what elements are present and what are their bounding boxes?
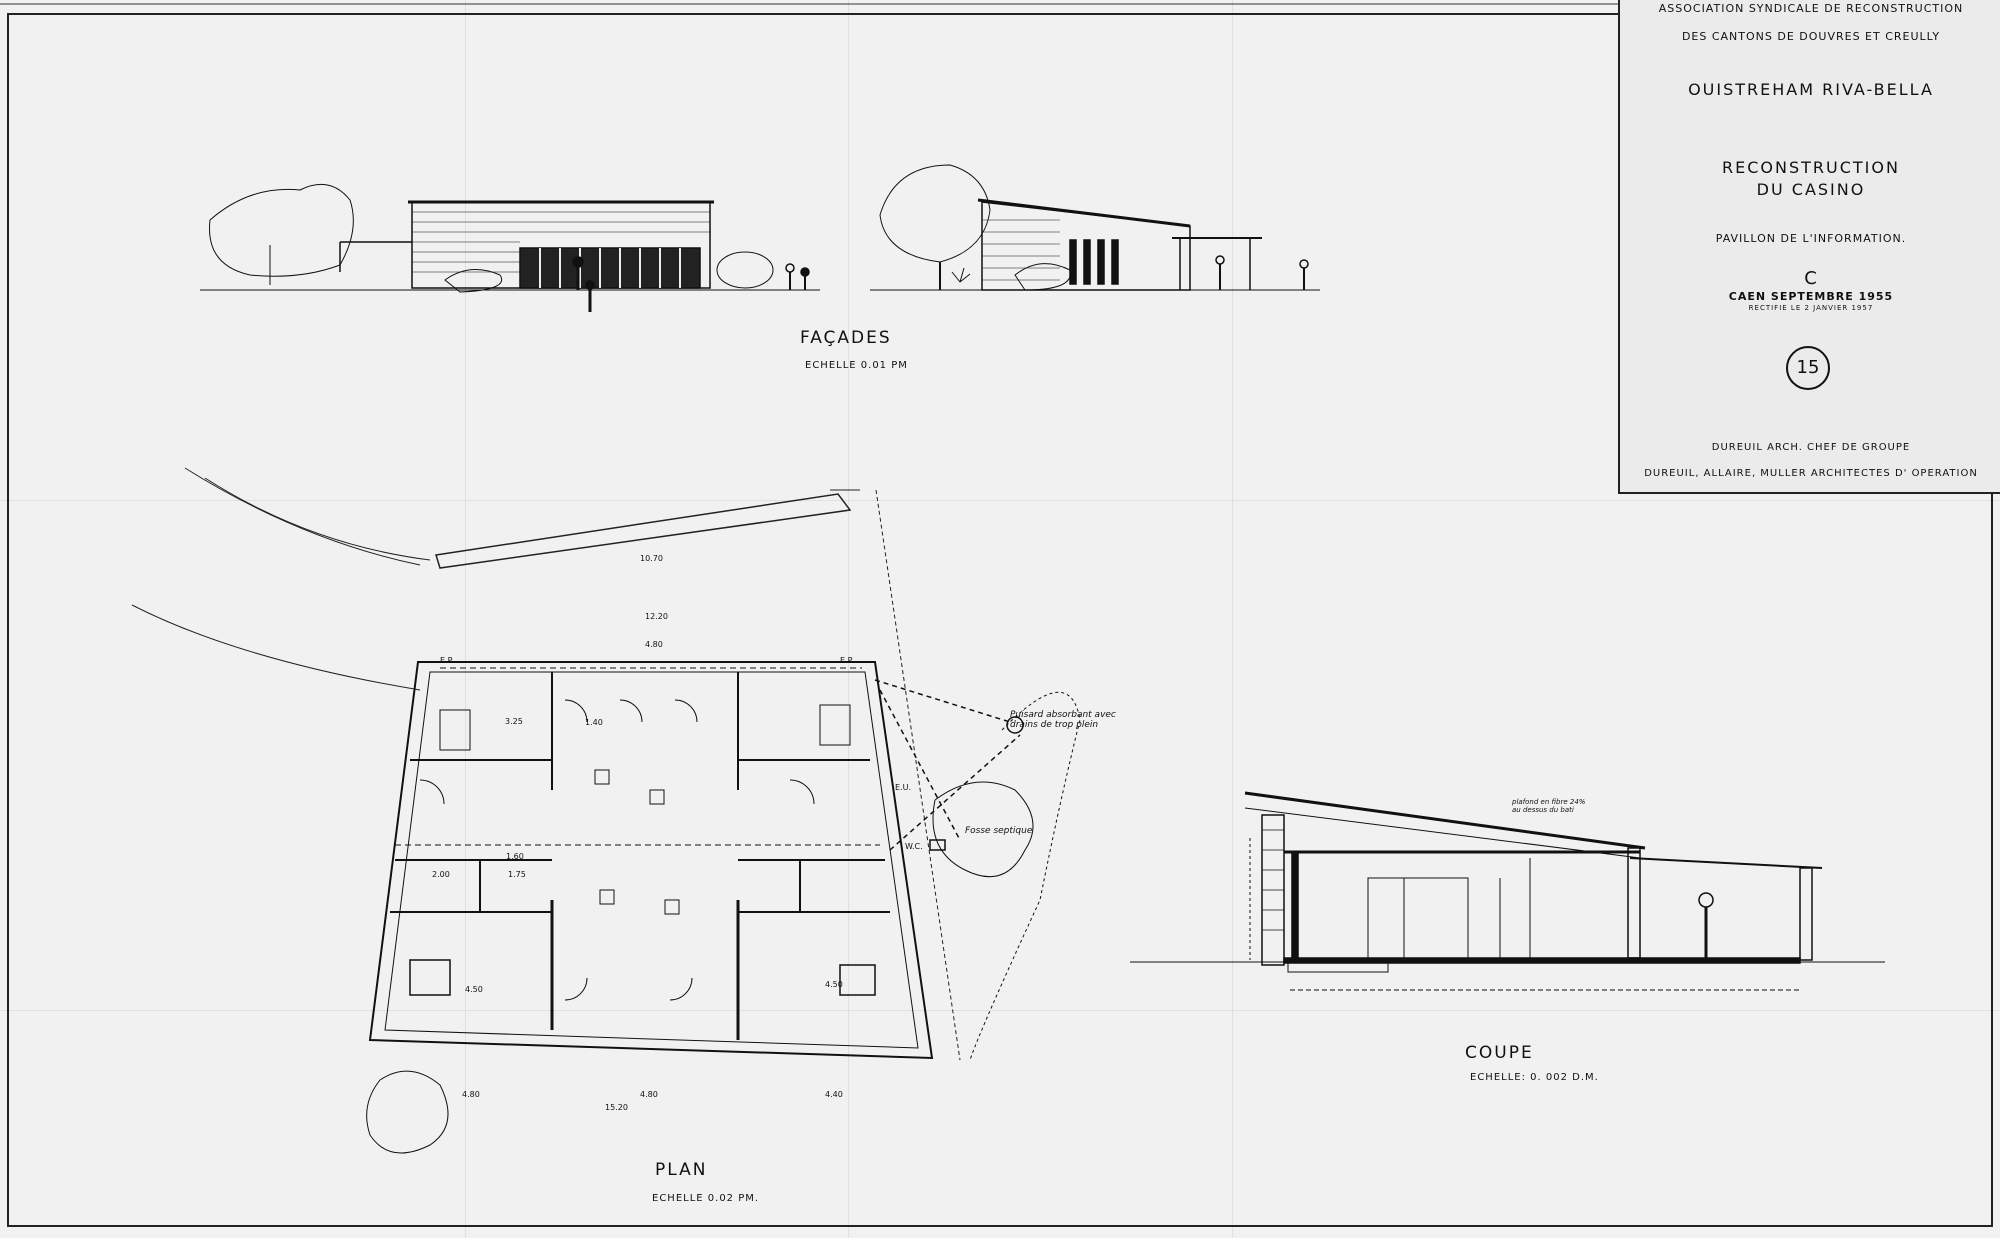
plan-title: PLAN bbox=[655, 1160, 708, 1180]
coupe-scale: ECHELLE: 0. 002 D.M. bbox=[1470, 1072, 1599, 1083]
tree-sketch bbox=[879, 164, 991, 263]
fold-line bbox=[0, 1010, 2000, 1011]
fold-line bbox=[1232, 0, 1233, 1238]
site-curves bbox=[131, 467, 961, 1061]
facade-left-windows bbox=[519, 247, 701, 289]
title-block: ASSOCIATION SYNDICALE DE RECONSTRUCTION … bbox=[1618, 0, 2000, 494]
dim-room: 1.75 bbox=[508, 870, 526, 879]
title-chief-architect: DUREUIL ARCH. CHEF DE GROUPE bbox=[1711, 442, 1911, 453]
title-subject: PAVILLON DE L'INFORMATION. bbox=[1715, 232, 1907, 245]
title-project-line2: DU CASINO bbox=[1756, 180, 1866, 199]
sheet-number-badge: 15 bbox=[1786, 346, 1830, 390]
note-plafond: plafond en fibre 24% au dessus du bati bbox=[1512, 798, 1586, 814]
facades-title: FAÇADES bbox=[800, 328, 892, 348]
tree-sketch bbox=[209, 183, 354, 277]
sheet-border bbox=[7, 13, 1993, 1227]
fold-line bbox=[465, 0, 466, 1238]
dim-bottom-mid: 4.80 bbox=[640, 1090, 658, 1099]
title-symbol: C bbox=[1804, 268, 1818, 289]
title-operation-architects: DUREUIL, ALLAIRE, MULLER ARCHITECTES D' … bbox=[1644, 468, 1978, 479]
dim-room: 1.40 bbox=[585, 718, 603, 727]
garden-planting bbox=[932, 781, 1034, 878]
title-cantons: DES CANTONS DE DOUVRES ET CREULLY bbox=[1681, 30, 1941, 43]
note-fosse: Fosse septique bbox=[965, 826, 1033, 836]
dim-total-bottom: 15.20 bbox=[605, 1103, 628, 1112]
fold-line bbox=[0, 500, 2000, 501]
plan-outline bbox=[368, 661, 934, 1060]
dim-wall-curve: 10.70 bbox=[640, 554, 663, 563]
title-association: ASSOCIATION SYNDICALE DE RECONSTRUCTION bbox=[1658, 2, 1964, 15]
dim-total-top: 12.20 bbox=[645, 612, 668, 621]
label-wc: W.C. bbox=[905, 842, 923, 851]
dim-room: 3.25 bbox=[505, 717, 523, 726]
dim-room: 1.60 bbox=[506, 852, 524, 861]
note-puisard: Puisard absorbant avec drains de trop pl… bbox=[1010, 710, 1116, 730]
coupe-title: COUPE bbox=[1465, 1043, 1534, 1063]
roof-line bbox=[1244, 791, 1646, 850]
title-date: CAEN SEPTEMBRE 1955 bbox=[1728, 290, 1894, 303]
label-ep: E.P. bbox=[840, 656, 854, 665]
dim-inner-top: 4.80 bbox=[645, 640, 663, 649]
plan-scale: ECHELLE 0.02 PM. bbox=[652, 1193, 760, 1204]
label-ep: E.P. bbox=[440, 656, 454, 665]
title-place: OUISTREHAM RIVA-BELLA bbox=[1688, 80, 1934, 99]
facade-left-elevation bbox=[200, 183, 820, 312]
section-coupe bbox=[1130, 791, 1885, 991]
dim-bottom-left: 4.80 bbox=[462, 1090, 480, 1099]
facades-scale: ECHELLE 0.01 PM bbox=[805, 360, 908, 371]
dim-bottom-right: 4.40 bbox=[825, 1090, 843, 1099]
facade-right-elevation bbox=[870, 164, 1320, 291]
dim-room: 4.50 bbox=[465, 985, 483, 994]
floor-plan bbox=[366, 661, 1081, 1154]
fold-line bbox=[848, 0, 849, 1238]
garden-wall bbox=[435, 493, 852, 569]
title-revision: RECTIFIE LE 2 JANVIER 1957 bbox=[1748, 304, 1874, 312]
title-project-line1: RECONSTRUCTION bbox=[1722, 158, 1900, 177]
label-eu: E.U. bbox=[895, 783, 911, 792]
dim-room: 4.50 bbox=[825, 980, 843, 989]
dim-room: 2.00 bbox=[432, 870, 450, 879]
